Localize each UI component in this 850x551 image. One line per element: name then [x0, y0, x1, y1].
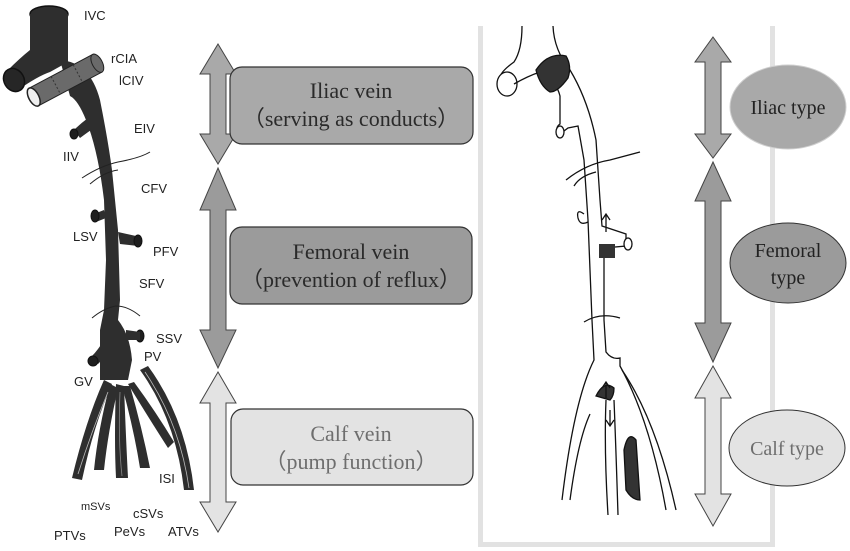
calf-box-title: Calf vein — [310, 421, 391, 446]
upward-flow-arrow-calf — [601, 380, 611, 398]
left-iliac-femoral-trunk — [60, 60, 132, 380]
label-rcia: rCIA — [111, 51, 137, 66]
type-oval-calf: Calf type — [728, 409, 846, 487]
inguinal-ligament-line — [81, 151, 151, 179]
right-iliac-stub — [2, 67, 26, 93]
iliac-clot — [535, 54, 571, 93]
calf-veins-fan — [72, 366, 194, 490]
pfv-stub — [118, 232, 138, 246]
femoral-type-arrow — [694, 160, 732, 364]
vein-anatomy-illustration — [2, 5, 194, 490]
iliac-type-arrow — [694, 36, 732, 159]
csvs-vein — [122, 386, 150, 468]
type-oval-femoral: Femoral type — [729, 222, 847, 304]
type-oval-iliac: Iliac type — [729, 64, 847, 150]
label-isi: ISI — [159, 471, 175, 486]
femoral-clot — [599, 244, 615, 258]
downward-flow-arrow — [605, 410, 615, 428]
iiv-stub — [74, 118, 94, 138]
label-lsv: LSV — [73, 229, 98, 244]
label-gv: GV — [74, 374, 93, 389]
segment-arrows-left — [199, 43, 237, 533]
popliteal-clot — [595, 384, 615, 401]
label-sfv: SFV — [139, 276, 165, 291]
outline-iliac-stub — [496, 71, 518, 97]
calf-box-subtitle: （pump function） — [265, 449, 438, 474]
ivc-trunk — [8, 14, 68, 90]
label-msvs: mSVs — [81, 501, 111, 513]
femoral-box-title: Femoral vein — [293, 239, 410, 264]
label-atvs: ATVs — [168, 524, 199, 539]
label-pfv: PFV — [153, 244, 179, 259]
calf-type-arrow — [694, 364, 732, 528]
type-arrows-right — [694, 36, 732, 528]
iliac-range-arrow — [199, 43, 237, 165]
label-lciv: lCIV — [119, 73, 144, 88]
segment-box-calf: Calf vein （pump function） — [230, 408, 474, 486]
calf-type-label: Calf type — [750, 438, 824, 460]
label-csvs: cSVs — [133, 506, 164, 521]
anatomy-labels: IVC rCIA lCIV EIV IIV CFV LSV PFV SFV SS… — [54, 8, 199, 543]
upward-flow-arrow — [601, 212, 611, 232]
isi-vein — [128, 382, 174, 448]
label-cfv: CFV — [141, 181, 167, 196]
segment-box-iliac: Iliac vein （serving as conducts） — [229, 66, 474, 145]
segment-box-femoral: Femoral vein （prevention of reflux） — [229, 226, 473, 305]
label-pv: PV — [144, 349, 162, 364]
femoral-type-label-line1: Femoral — [755, 240, 822, 262]
rcia-artery-crossing — [26, 53, 105, 107]
femoral-range-arrow — [199, 166, 237, 370]
ptvs-vein — [72, 380, 112, 480]
femoral-type-label-line2: type — [771, 267, 806, 289]
msvs-vein — [94, 384, 118, 470]
iliac-box-subtitle: （serving as conducts） — [243, 106, 459, 131]
iliac-box-title: Iliac vein — [310, 78, 392, 103]
calf-range-arrow — [199, 371, 237, 533]
label-ptvs: PTVs — [54, 528, 86, 543]
calf-muscle-clot — [623, 436, 641, 501]
atvs-vein — [140, 366, 194, 490]
pevs-vein — [115, 384, 128, 478]
label-pevs: PeVs — [114, 524, 146, 539]
label-iiv: IIV — [63, 149, 79, 164]
thrombosis-type-illustration — [496, 25, 677, 516]
label-eiv: EIV — [134, 121, 155, 136]
label-ivc: IVC — [84, 8, 106, 23]
femoral-box-subtitle: （prevention of reflux） — [241, 267, 461, 292]
iliac-type-label: Iliac type — [751, 97, 826, 119]
label-ssv: SSV — [156, 331, 182, 346]
iiv-opening — [69, 128, 79, 140]
